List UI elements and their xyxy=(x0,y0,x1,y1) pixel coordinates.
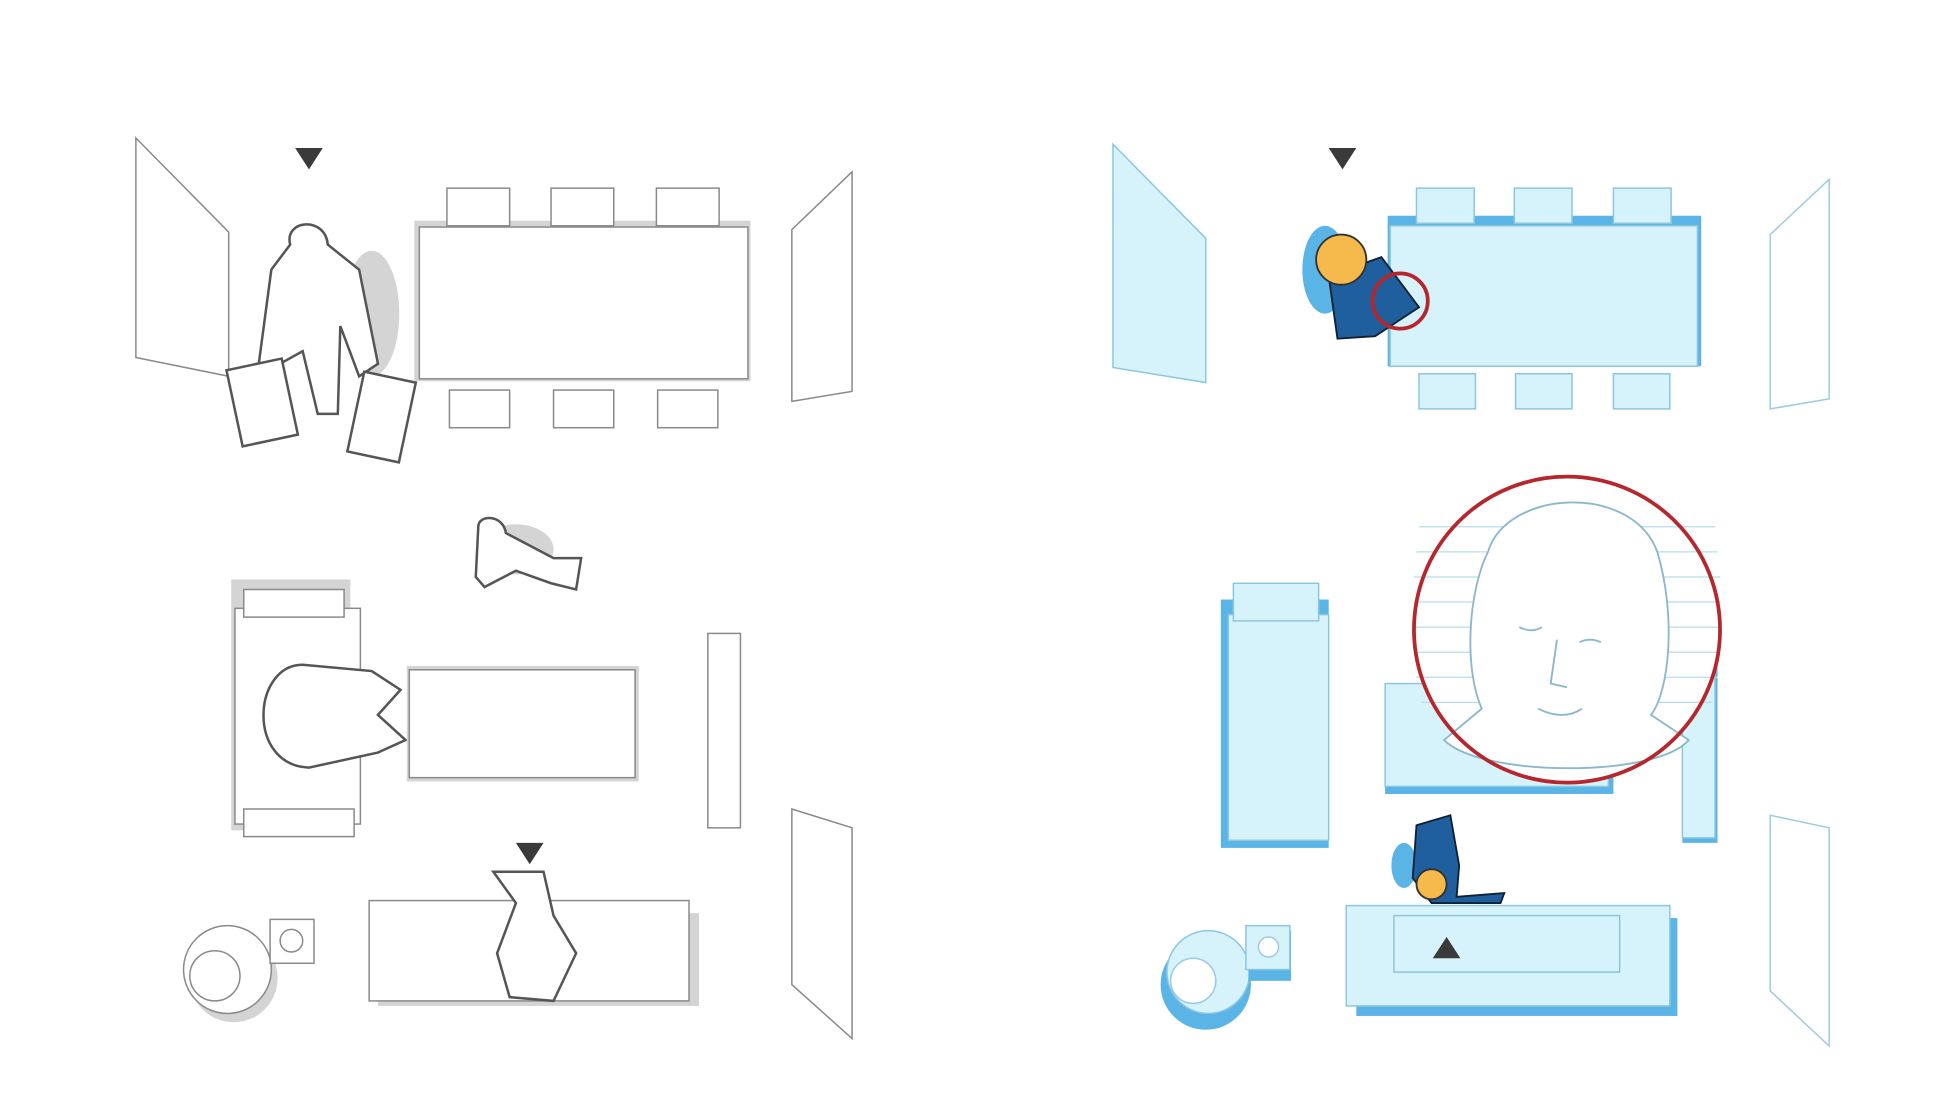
right-panel-highlighted xyxy=(1112,142,1830,1048)
armchair-sofa xyxy=(1227,613,1330,842)
highlight-ring xyxy=(1412,474,1722,785)
door-right xyxy=(791,170,853,403)
person-using-laptop xyxy=(1302,225,1430,340)
meeting-room-top-right xyxy=(1112,142,1830,410)
marker-triangle-icon xyxy=(295,148,323,170)
living-room-bottom-right xyxy=(1160,474,1830,1048)
bookshelf xyxy=(707,632,742,829)
door-bottom xyxy=(791,807,853,1041)
door-left xyxy=(1112,142,1207,384)
door-bottom xyxy=(1769,814,1830,1048)
person-lounging-on-sofa xyxy=(490,870,578,1003)
marker-triangle-icon xyxy=(1328,148,1357,170)
child-crawling xyxy=(474,516,583,592)
chairs xyxy=(446,187,720,429)
person-seated-on-sofa xyxy=(262,663,408,769)
coffee-table xyxy=(408,669,636,779)
zoomed-face-portrait xyxy=(1412,474,1722,785)
living-room-bottom-left xyxy=(182,516,853,1041)
chairs xyxy=(1415,187,1672,410)
person-lounging xyxy=(1391,814,1506,905)
marker-triangle-icon xyxy=(1432,936,1461,959)
conference-table xyxy=(418,226,749,380)
woman-with-shopping-bags xyxy=(224,223,418,464)
marker-triangle-icon xyxy=(515,842,544,865)
left-panel-grayscale xyxy=(135,136,853,1041)
door-left xyxy=(135,136,230,378)
highlight-ring xyxy=(1370,271,1430,331)
person-hair xyxy=(1315,233,1368,286)
conference-table xyxy=(1389,225,1699,368)
door-right xyxy=(1769,177,1830,410)
meeting-room-top-left xyxy=(135,136,853,464)
